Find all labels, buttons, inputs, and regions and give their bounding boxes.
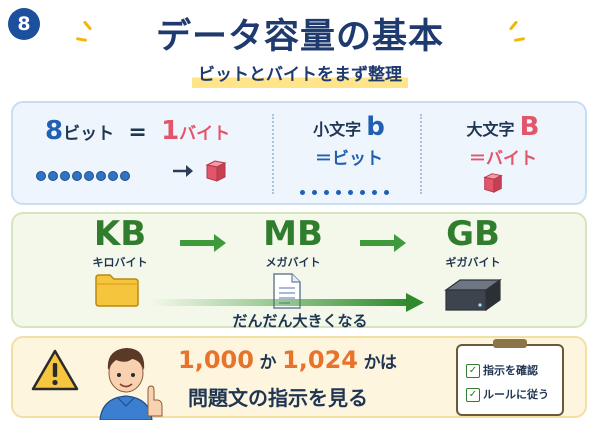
growth-arrow-icon	[150, 293, 424, 312]
lowercase-letter: b	[366, 112, 385, 142]
bit-dot	[360, 190, 365, 195]
uppercase-meaning: ＝バイト	[469, 149, 537, 169]
student-avatar	[99, 348, 163, 420]
bit-dot	[84, 171, 94, 181]
dotted-divider	[420, 114, 422, 194]
checklist-item: ✓指示を確認	[466, 362, 538, 378]
page-title: データ容量の基本	[155, 17, 444, 57]
checkmark-icon: ✓	[466, 388, 480, 402]
lowercase-bit-dots	[300, 180, 396, 199]
byte-unit-label: バイト	[179, 124, 231, 144]
byte-cube-icon	[483, 173, 503, 193]
lowercase-label: 小文字	[313, 120, 362, 139]
page-subtitle: ビットとバイトをまず整理	[192, 60, 408, 88]
bit-dot	[312, 190, 317, 195]
bit-count: 8	[45, 116, 64, 146]
checklist-item: ✓ルールに従う	[466, 386, 549, 402]
unit-name: ギガバイト	[445, 256, 501, 269]
clipboard	[456, 344, 564, 416]
bit-dot	[60, 171, 70, 181]
folder-icon	[95, 274, 139, 307]
bit-dot	[324, 190, 329, 195]
bit-dot	[108, 171, 118, 181]
right-arrow-icon	[360, 234, 406, 252]
lowercase-b-definition: 小文字 b ＝ビット	[285, 112, 413, 169]
unit-kb: KB キロバイト	[70, 214, 170, 270]
unit-mb: MB メガバイト	[238, 214, 348, 270]
bit-dot	[120, 171, 130, 181]
warning-icon	[31, 349, 79, 391]
bit-dot	[384, 190, 389, 195]
unit-name: メガバイト	[265, 256, 321, 269]
bit-dot	[300, 190, 305, 195]
bit-dot	[48, 171, 58, 181]
checklist-label: 指示を確認	[483, 364, 538, 377]
note-line-1: 1,000 か 1,024 かは	[178, 346, 397, 374]
bit-dot	[372, 190, 377, 195]
bit-dot	[72, 171, 82, 181]
uppercase-letter: B	[519, 112, 540, 142]
right-arrow-icon	[173, 165, 193, 177]
bit-dot	[36, 171, 46, 181]
subtitle-row: ビットとバイトをまず整理	[0, 60, 600, 88]
section-number-badge: 8	[8, 8, 40, 40]
note-line-2: 問題文の指示を見る	[188, 386, 368, 410]
lowercase-meaning: ＝ビット	[315, 149, 383, 169]
dotted-divider	[272, 114, 274, 194]
unit-name: キロバイト	[92, 256, 148, 269]
right-arrow-icon	[180, 234, 226, 252]
unit-gb: GB ギガバイト	[418, 214, 528, 270]
byte-count: 1	[161, 116, 180, 146]
bit-byte-equation: 8ビット = 1バイト	[45, 116, 230, 146]
value-1024: 1,024	[282, 346, 358, 374]
checkmark-icon: ✓	[466, 364, 480, 378]
equals-sign: =	[128, 120, 147, 145]
bit-unit-label: ビット	[63, 124, 115, 144]
bit-dot	[96, 171, 106, 181]
byte-cube-icon	[205, 160, 227, 182]
conjunction-or: か	[259, 353, 277, 373]
uppercase-b-definition: 大文字 B ＝バイト	[428, 112, 578, 169]
unit-abbr: MB	[263, 214, 323, 254]
unit-abbr: KB	[93, 214, 147, 254]
growth-caption: だんだん大きくなる	[232, 312, 368, 330]
eight-bits-dots	[36, 166, 132, 185]
uppercase-label: 大文字	[466, 120, 515, 139]
bits-bytes-panel	[11, 101, 587, 205]
conjunction-or-topic: かは	[363, 353, 397, 373]
bit-dot	[348, 190, 353, 195]
value-1000: 1,000	[178, 346, 254, 374]
clipboard-clip	[493, 339, 527, 348]
hard-drive-icon	[444, 278, 502, 312]
checklist-label: ルールに従う	[483, 388, 549, 401]
unit-abbr: GB	[446, 214, 500, 254]
bit-dot	[336, 190, 341, 195]
